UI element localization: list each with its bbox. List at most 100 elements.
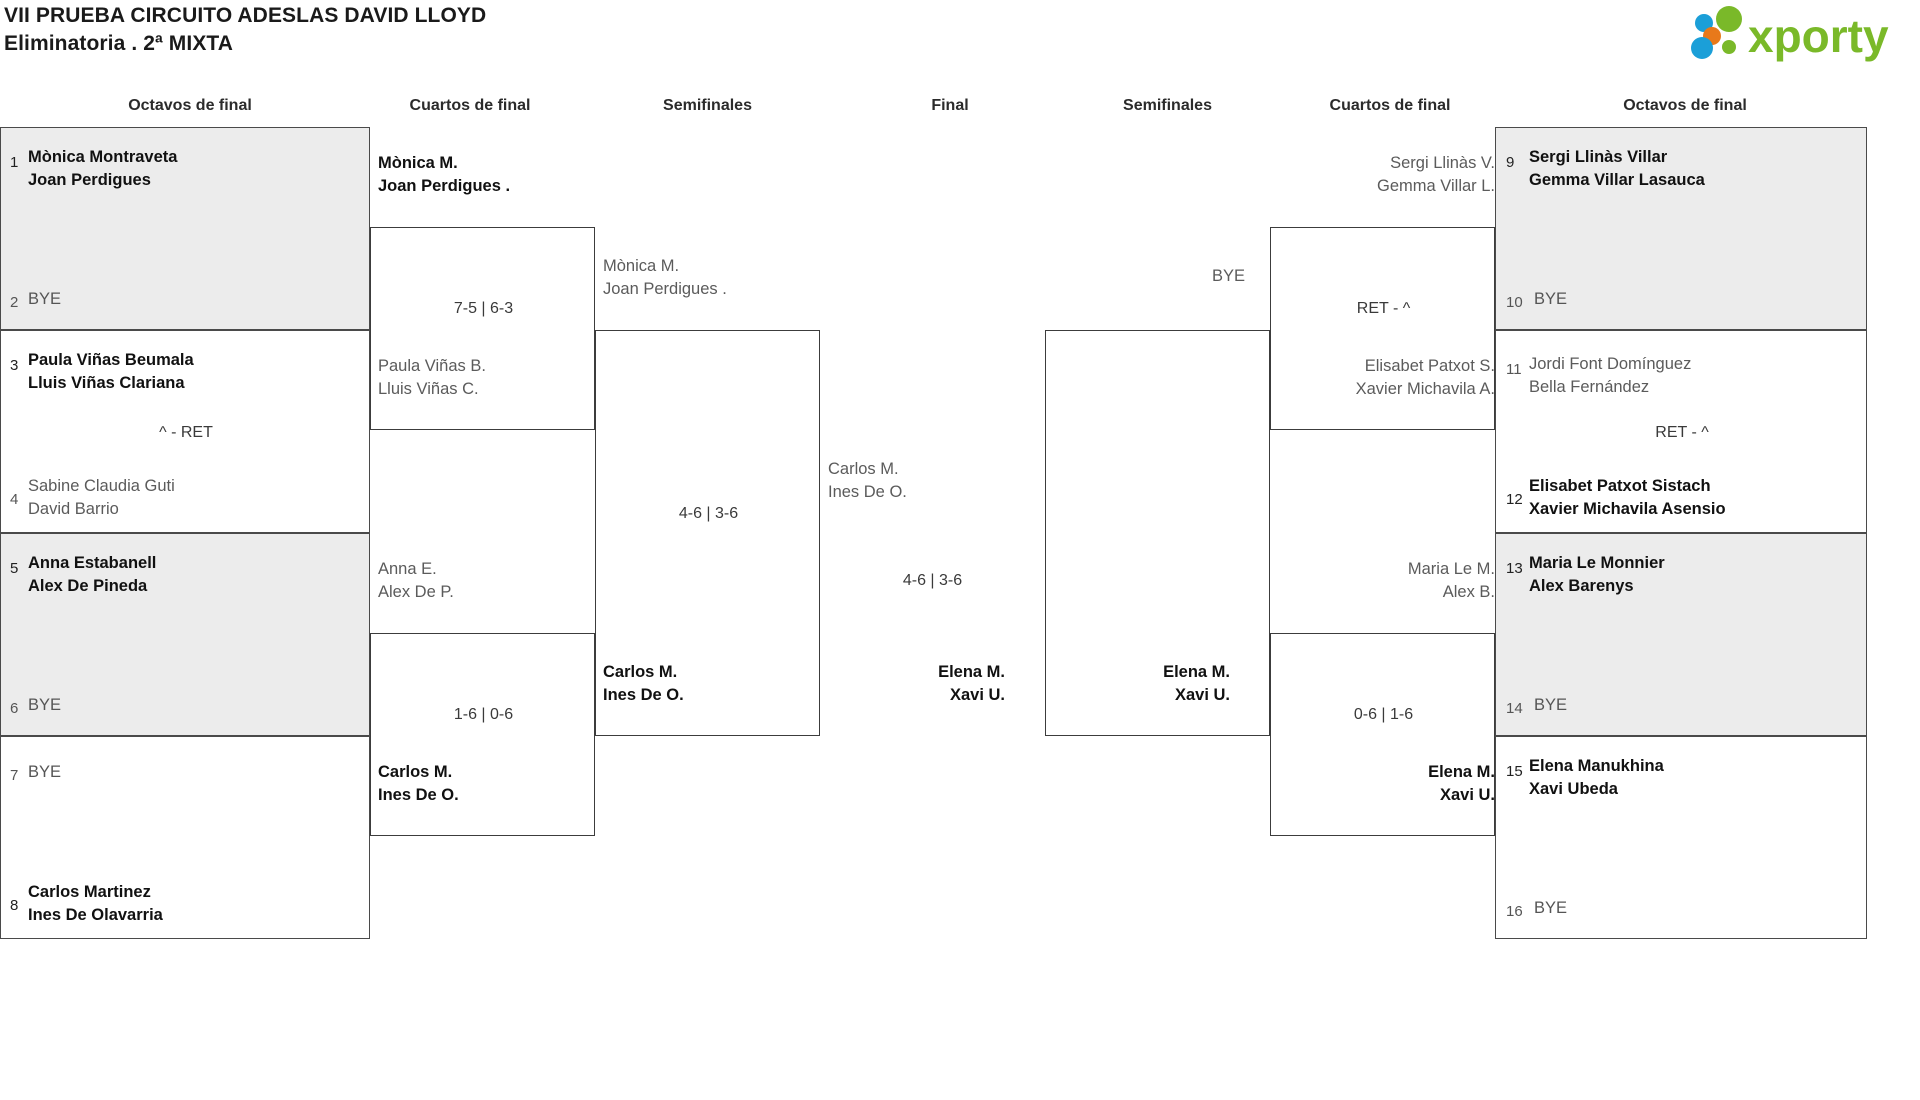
match-score: RET - ^: [1356, 300, 1411, 317]
seed-number: 5: [10, 560, 19, 577]
svg-text:xporty: xporty: [1748, 10, 1889, 62]
match-scorebox[interactable]: 1-6 | 0-6: [370, 633, 595, 836]
player-name: Carlos M.: [828, 460, 899, 478]
table-row[interactable]: 5 Anna Estabanell Alex De Pineda 6 BYE: [0, 533, 370, 736]
seed-number: 16: [1506, 903, 1523, 920]
player-name: Elena M.: [1428, 763, 1495, 781]
match-score: 0-6 | 1-6: [1353, 706, 1414, 723]
player-name: Paula Viñas Beumala: [28, 351, 194, 369]
player-name: Elena Manukhina: [1529, 757, 1664, 775]
seed-number: 1: [10, 154, 19, 171]
player-name: Joan Perdigues: [28, 171, 151, 189]
player-name: Elena M.: [938, 663, 1005, 681]
player-name: Ines De O.: [603, 686, 684, 704]
player-name: BYE: [28, 763, 62, 781]
match-scorebox[interactable]: 4-6 | 3-6: [595, 330, 820, 736]
match-score: 1-6 | 0-6: [453, 706, 514, 723]
player-name: Maria Le Monnier: [1529, 554, 1665, 572]
table-row[interactable]: 7 BYE 8 Carlos Martinez Ines De Olavarri…: [0, 736, 370, 939]
seed-number: 11: [1506, 361, 1522, 378]
round-header-left-cuartos: Cuartos de final: [409, 97, 531, 114]
player-name: Elena M.: [1163, 663, 1230, 681]
seed-number: 15: [1506, 763, 1523, 780]
seed-number: 12: [1506, 491, 1523, 508]
player-name: Carlos Martinez: [28, 883, 151, 901]
xporty-logo-icon: xporty: [1691, 6, 1889, 62]
player-name: Elisabet Patxot Sistach: [1529, 477, 1711, 495]
match-scorebox[interactable]: [1045, 330, 1270, 736]
round-header-right-cuartos: Cuartos de final: [1329, 97, 1451, 114]
player-name: Xavi U.: [949, 686, 1005, 704]
player-name: Anna E.: [378, 560, 437, 578]
player-name: Alex B.: [1442, 583, 1495, 601]
player-name: BYE: [1534, 899, 1568, 917]
seed-number: 6: [10, 700, 19, 717]
round-header-left-semis: Semifinales: [663, 97, 752, 114]
player-name: Ines De O.: [378, 786, 459, 804]
player-name: Carlos M.: [603, 663, 678, 681]
player-name: Bella Fernández: [1529, 378, 1650, 396]
seed-number: 2: [10, 294, 19, 311]
table-row[interactable]: 13 Maria Le Monnier Alex Barenys 14 BYE: [1495, 533, 1867, 736]
match-scorebox[interactable]: RET - ^: [1270, 227, 1495, 430]
seed-number: 7: [10, 767, 19, 784]
player-name: BYE: [28, 290, 62, 308]
player-name: Paula Viñas B.: [378, 357, 486, 375]
title-block: VII PRUEBA CIRCUITO ADESLAS DAVID LLOYD …: [4, 2, 486, 58]
page-header: VII PRUEBA CIRCUITO ADESLAS DAVID LLOYD …: [0, 0, 1920, 70]
player-name: Elisabet Patxot S.: [1364, 357, 1495, 375]
match-score: 4-6 | 3-6: [678, 505, 739, 522]
table-row[interactable]: 9 Sergi Llinàs Villar Gemma Villar Lasau…: [1495, 127, 1867, 330]
table-row[interactable]: 1 Mònica Montraveta Joan Perdigues 2 BYE: [0, 127, 370, 330]
seed-number: 4: [10, 491, 19, 508]
player-name: Xavi U.: [1439, 786, 1495, 804]
player-name: Joan Perdigues .: [378, 177, 511, 195]
player-name: Mònica M.: [378, 154, 458, 172]
final-score: 4-6 | 3-6: [902, 572, 963, 589]
player-name: Sergi Llinàs Villar: [1529, 148, 1668, 166]
seed-number: 13: [1506, 560, 1523, 577]
player-name: Maria Le M.: [1407, 560, 1495, 578]
bye-label: BYE: [1211, 267, 1245, 285]
table-row[interactable]: 15 Elena Manukhina Xavi Ubeda 16 BYE: [1495, 736, 1867, 939]
player-name: BYE: [28, 696, 62, 714]
seed-number: 3: [10, 357, 19, 374]
seed-number: 8: [10, 897, 19, 914]
seed-number: 9: [1506, 154, 1515, 171]
player-name: Xavier Michavila Asensio: [1529, 500, 1726, 518]
match-scorebox[interactable]: 7-5 | 6-3: [370, 227, 595, 430]
match-score: ^ - RET: [159, 424, 213, 441]
player-name: Mònica M.: [603, 257, 680, 275]
player-name: Ines De O.: [828, 483, 907, 501]
player-name: Joan Perdigues .: [603, 280, 727, 298]
player-name: Alex De Pineda: [28, 577, 148, 595]
round-header-final: Final: [931, 97, 969, 114]
match-score: RET - ^: [1655, 424, 1709, 441]
table-row[interactable]: 11 Jordi Font Domínguez Bella Fernández …: [1495, 330, 1867, 533]
round-header-right-octavos: Octavos de final: [1623, 97, 1747, 114]
match-scorebox[interactable]: 0-6 | 1-6: [1270, 633, 1495, 836]
match-score: 7-5 | 6-3: [453, 300, 514, 317]
player-name: Xavier Michavila A.: [1355, 380, 1495, 398]
player-name: Sabine Claudia Guti: [28, 477, 175, 495]
player-name: Carlos M.: [378, 763, 453, 781]
player-name: Anna Estabanell: [28, 554, 157, 572]
xporty-logo[interactable]: xporty: [1682, 6, 1912, 62]
player-name: Gemma Villar L.: [1377, 177, 1495, 195]
player-name: Lluis Viñas Clariana: [28, 374, 185, 392]
player-name: BYE: [1534, 290, 1568, 308]
round-header-left-octavos: Octavos de final: [128, 97, 252, 114]
player-name: BYE: [1534, 696, 1568, 714]
table-row[interactable]: 3 Paula Viñas Beumala Lluis Viñas Claria…: [0, 330, 370, 533]
seed-number: 14: [1506, 700, 1523, 717]
tournament-subtitle: Eliminatoria . 2ª MIXTA: [4, 32, 234, 55]
round-header-right-semis: Semifinales: [1123, 97, 1212, 114]
player-name: David Barrio: [28, 500, 119, 518]
seed-number: 10: [1506, 294, 1523, 311]
player-name: Xavi Ubeda: [1529, 780, 1618, 798]
player-name: Alex De P.: [378, 583, 454, 601]
player-name: Mònica Montraveta: [28, 148, 178, 166]
player-name: Lluis Viñas C.: [378, 380, 479, 398]
player-name: Xavi U.: [1174, 686, 1230, 704]
